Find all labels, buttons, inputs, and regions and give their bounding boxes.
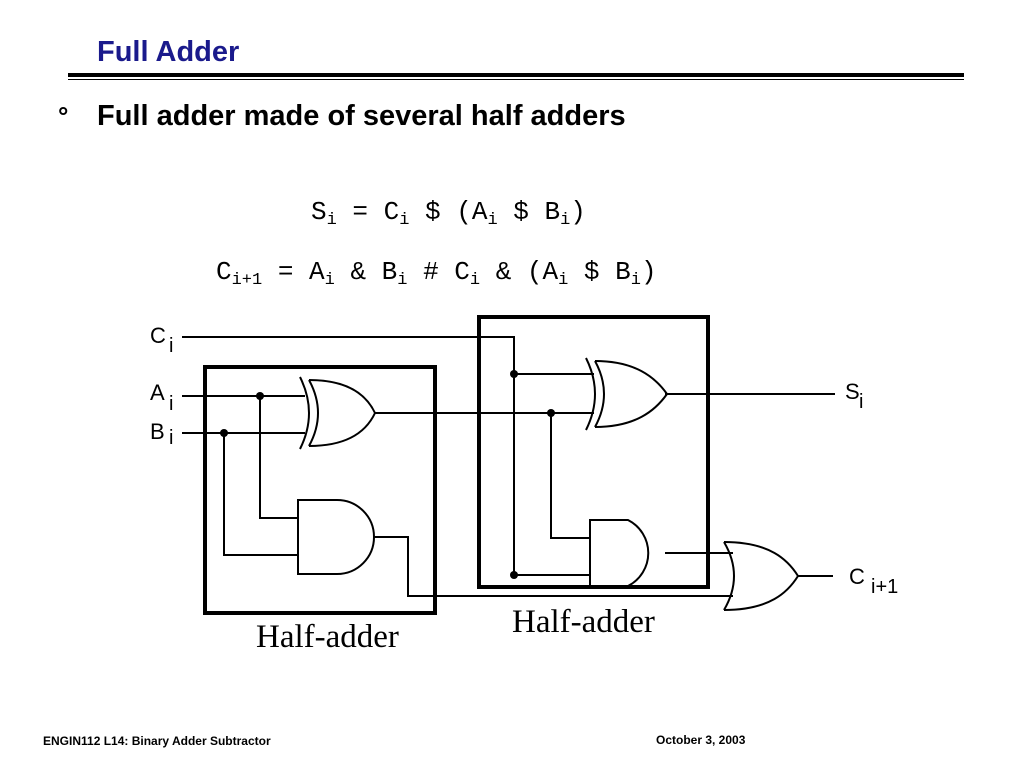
junction-dot	[220, 429, 228, 437]
half-adder-2-label: Half-adder	[512, 604, 655, 640]
input-ai-subscript: i	[169, 393, 173, 415]
input-ai-label: A	[150, 380, 165, 405]
eq-term: A	[542, 257, 559, 287]
eq-subscript: i	[558, 271, 569, 290]
input-bi-label: B	[150, 419, 165, 444]
and-gate-2	[589, 519, 650, 587]
eq-operator: #	[407, 257, 455, 287]
eq-subscript: i	[560, 211, 571, 230]
circuit-wires	[182, 336, 835, 597]
eq-term: C	[383, 197, 400, 227]
eq-term: A	[309, 257, 325, 287]
eq-subscript: i	[469, 271, 481, 290]
eq-subscript: i	[326, 211, 337, 230]
carry-equation: Ci+1 = Ai & Bi # Ci & (Ai $ Bi)	[216, 257, 657, 290]
input-bi-subscript: i	[169, 427, 173, 449]
title-rule-thin	[68, 79, 964, 80]
bullet-text: Full adder made of several half adders	[97, 100, 626, 132]
eq-operator: &	[334, 257, 382, 287]
eq-subscript: i+1	[231, 271, 263, 290]
eq-term: C	[454, 257, 470, 287]
input-ci-label: C	[150, 323, 166, 348]
title-rule-thick	[68, 73, 964, 77]
eq-term: B	[381, 257, 398, 287]
eq-term: S	[311, 197, 327, 227]
eq-operator: $	[568, 257, 616, 287]
eq-term: C	[216, 257, 232, 287]
eq-term: B	[615, 257, 631, 287]
bullet-marker: °	[58, 101, 69, 131]
half-adder-1-label: Half-adder	[256, 619, 399, 655]
junction-dots	[220, 370, 555, 579]
sum-equation: Si = Ci $ (Ai $ Bi)	[311, 197, 586, 230]
xor-gate-2	[585, 357, 669, 431]
half-adder-1-box	[203, 365, 437, 615]
eq-subscript: i	[487, 211, 498, 230]
eq-subscript: i	[630, 271, 641, 290]
footer-date: October 3, 2003	[656, 733, 746, 747]
eq-term: B	[544, 197, 561, 227]
eq-operator: & (	[480, 257, 543, 287]
junction-dot	[256, 392, 264, 400]
junction-dot	[510, 571, 518, 579]
output-ci1-subscript: i+1	[871, 576, 898, 598]
or-gate	[723, 541, 800, 611]
eq-operator: $ (	[409, 197, 472, 227]
output-si-label: S	[845, 379, 860, 404]
output-si-subscript: i	[859, 391, 863, 413]
and-gate-1	[297, 499, 375, 575]
eq-term: A	[471, 197, 488, 227]
input-ci-subscript: i	[169, 335, 173, 357]
footer-course: ENGIN112 L14: Binary Adder Subtractor	[43, 734, 271, 748]
junction-dot	[547, 409, 555, 417]
output-ci1-label: C	[849, 564, 865, 589]
eq-operator: =	[262, 257, 310, 287]
slide-title: Full Adder	[97, 36, 240, 68]
eq-operator: =	[336, 197, 384, 227]
eq-subscript: i	[399, 211, 410, 230]
junction-dot	[510, 370, 518, 378]
xor-gate-1	[299, 376, 377, 450]
eq-operator: $	[497, 197, 545, 227]
eq-operator: )	[570, 197, 586, 227]
eq-subscript: i	[324, 271, 335, 290]
eq-operator: )	[640, 257, 657, 287]
eq-subscript: i	[397, 271, 408, 290]
